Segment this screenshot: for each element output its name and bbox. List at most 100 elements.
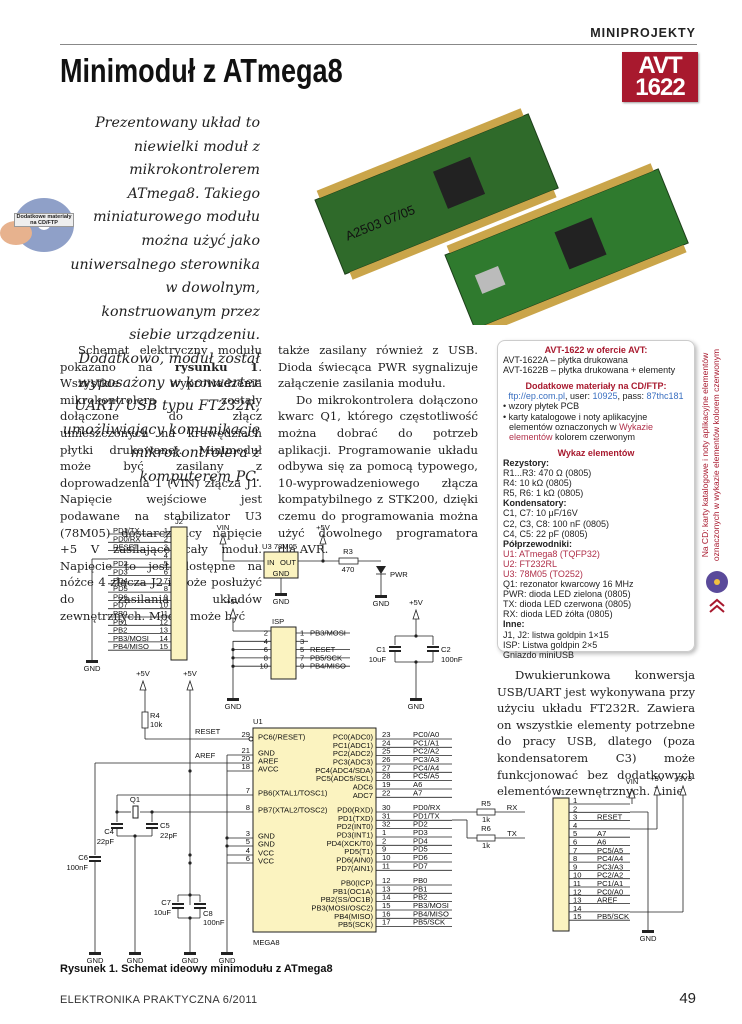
schematic-label: GND — [127, 956, 144, 965]
schematic-label: 14 — [382, 893, 390, 902]
schematic-label: PC1/A1 — [597, 879, 623, 888]
parts-group-title: Inne: — [503, 619, 525, 630]
schematic-label: PD4 — [113, 576, 128, 585]
power-arrow-icon — [319, 533, 327, 545]
schematic-label: PB2(SS/OC1B) — [321, 895, 374, 904]
schematic-label: RX — [507, 803, 518, 812]
connector-j1 — [552, 797, 570, 932]
schematic-label: PD7 — [413, 861, 428, 870]
schematic-label: 6 — [246, 854, 250, 863]
schematic-label: PB4/MISO — [413, 909, 449, 918]
schematic-label: PB5(SCK) — [338, 920, 373, 929]
schematic-label: 19 — [382, 780, 390, 789]
schematic-label: GND — [87, 956, 104, 965]
pin-number: 6 — [164, 568, 168, 577]
ftp-pass-label: , pass: — [617, 391, 647, 402]
extra-bullet: • wzory płytek PCB — [503, 401, 580, 412]
schematic-label: 9 — [382, 845, 386, 854]
ftp-info: ftp://ep.com.pl, user: 10925, pass: 87th… — [503, 391, 689, 401]
schematic-label: 3 — [246, 829, 250, 838]
section-label: MINIPROJEKTY — [590, 26, 696, 40]
junction — [188, 769, 192, 773]
schematic-label: +5V — [226, 597, 241, 606]
schematic-label: PB4/MISO — [113, 642, 149, 651]
junction — [188, 853, 192, 857]
schematic-label: AREF — [597, 896, 618, 905]
body-text: . Wszystkie wyprowadzenia mikrokontroler… — [60, 359, 262, 623]
capacitor — [194, 907, 206, 909]
part-item: U1: ATmega8 (TQFP32) — [503, 548, 600, 559]
ground-symbol — [89, 952, 101, 955]
schematic-label: C4 — [104, 827, 114, 836]
pin-number: 3 — [164, 543, 168, 552]
ftp-link[interactable]: ftp://ep.com.pl — [508, 391, 565, 402]
junction — [188, 893, 192, 897]
schematic-label: ADC7 — [353, 791, 373, 800]
pin-number: 13 — [573, 896, 581, 905]
pin-number: 13 — [160, 626, 168, 635]
schematic-label: VIN — [626, 777, 639, 786]
capacitor — [89, 856, 101, 858]
schematic-label: PD0/RX — [113, 534, 140, 543]
connector-j2 — [170, 526, 188, 661]
junction — [225, 844, 229, 848]
schematic-label: PB4(MISO) — [334, 912, 373, 921]
schematic-label: PD5(T1) — [344, 847, 373, 856]
schematic-label: +5V — [136, 669, 151, 678]
capacitor — [172, 903, 184, 905]
schematic-label: 29 — [242, 730, 250, 739]
schematic-label: C7 — [161, 898, 171, 907]
schematic-label: PC2(ADC2) — [333, 749, 374, 758]
part-item: U3: 78M05 (TO252) — [503, 568, 583, 579]
schematic-label: PC3/A3 — [413, 755, 439, 764]
schematic-label: ISP — [272, 617, 284, 626]
resistor — [338, 557, 359, 565]
schematic-label: 4 — [246, 846, 250, 855]
schematic-label: 11 — [382, 861, 390, 870]
power-arrow-icon — [679, 784, 687, 796]
schematic-label: U1 — [253, 717, 263, 726]
part-item: RX: dioda LED żółta (0805) — [503, 609, 613, 620]
schematic-label: PC3/A3 — [597, 862, 623, 871]
led-icon — [376, 566, 386, 574]
body-column-1: Schemat elektryczny modułu pokazano na r… — [60, 342, 262, 624]
regulator-u3 — [263, 551, 299, 579]
power-arrow-icon — [653, 784, 661, 796]
schematic-label: R3 — [343, 547, 353, 556]
schematic-label: GND — [84, 664, 101, 673]
article-title: Minimoduł z ATmega8 — [60, 52, 343, 89]
capacitor — [427, 646, 439, 648]
capacitor — [111, 827, 123, 829]
power-arrow-icon — [229, 607, 237, 619]
ground-symbol — [221, 952, 233, 955]
schematic-label: PB6(XTAL1/TOSC1) — [258, 789, 328, 798]
schematic-label: 26 — [382, 755, 390, 764]
schematic-label: PD7(AIN1) — [336, 864, 373, 873]
schematic-label: PC1/A1 — [413, 738, 439, 747]
pin-number: 5 — [573, 829, 577, 838]
power-arrow-icon — [219, 533, 227, 545]
figure-reference: rysunku 1 — [174, 359, 259, 374]
schematic-label: 10k — [150, 720, 162, 729]
schematic-label: PC2/A2 — [413, 747, 439, 756]
part-item: C2, C3, C8: 100 nF (0805) — [503, 518, 610, 529]
pin-number: 8 — [573, 854, 577, 863]
schematic-label: 2 — [264, 629, 268, 638]
schematic-label: PD4 — [413, 836, 428, 845]
schematic-label: GND — [258, 840, 275, 849]
schematic-label: PC1(ADC1) — [333, 741, 374, 750]
capacitor — [146, 823, 158, 825]
schematic-label: 10uF — [369, 655, 387, 664]
offer-item: AVT-1622B – płytka drukowana + elementy — [503, 365, 676, 376]
schematic-label: 10 — [382, 853, 390, 862]
ftp-user-label: , user: — [564, 391, 593, 402]
schematic-label: 13 — [382, 884, 390, 893]
schematic-label: C8 — [203, 909, 213, 918]
schematic-label: C2 — [441, 645, 451, 654]
power-arrow-icon — [139, 679, 147, 691]
schematic-label: PB1(OC1A) — [333, 887, 374, 896]
junction — [321, 559, 325, 563]
avt-logo: AVT 1622 — [622, 52, 698, 102]
pin-number: 14 — [160, 634, 168, 643]
schematic-label: 22 — [382, 788, 390, 797]
